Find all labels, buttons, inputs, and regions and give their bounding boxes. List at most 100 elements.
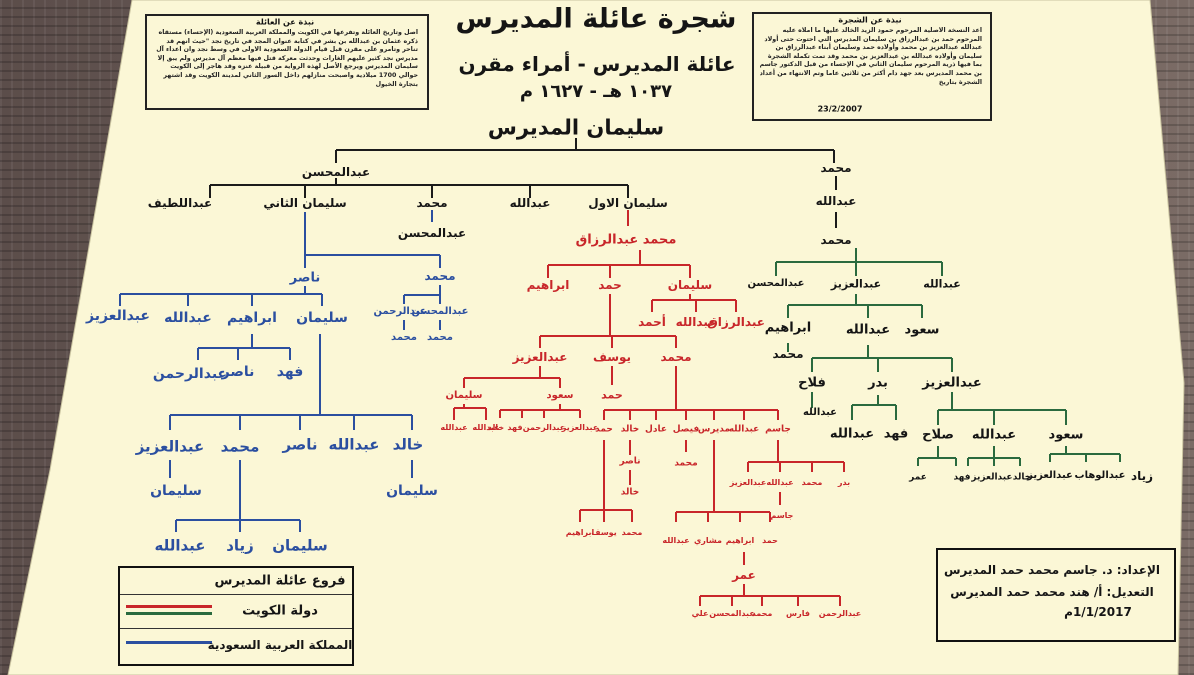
node: عبدالمحسن [709, 609, 755, 618]
gen1-abdulmohsen: عبدالمحسن [301, 165, 371, 179]
node: عبدالمحسن [397, 226, 467, 240]
node: عبدالعزيز [512, 350, 568, 364]
node: ابراهيم [227, 310, 277, 326]
credit-date: 1/1/2017م [1064, 605, 1132, 619]
node: سليمان [150, 483, 202, 499]
node: محمد [424, 269, 456, 283]
node: عبدالله [845, 322, 891, 338]
node: جاسم [770, 511, 794, 520]
node: خالد [620, 487, 640, 498]
legend-row-kuwait: دولة الكويت [120, 594, 352, 629]
node: زياد [226, 536, 254, 555]
node: محمد [427, 332, 453, 343]
node: حمد [598, 278, 622, 292]
node: سليمان [272, 536, 328, 555]
poster-subtitle: عائلة المديرس - أمراء مقرن [458, 52, 736, 76]
node: عبدالله [675, 315, 717, 329]
node: محمد [772, 347, 804, 361]
credits-box: الإعداد: د. جاسم محمد حمد المديرس التعدي… [936, 548, 1176, 642]
node: عبدالله [971, 427, 1017, 443]
node: عبدالعزيز [1027, 470, 1073, 481]
node: فهد [883, 426, 909, 442]
node: ناصر [221, 364, 255, 380]
node: سليمان [386, 483, 438, 499]
node: خالد [392, 435, 424, 454]
node: محمد عبدالرزاق [575, 232, 677, 248]
node: سعود [904, 322, 940, 338]
node: ابراهيم [725, 536, 755, 545]
node: عبدالرحمن [522, 423, 566, 432]
node: عبدالرحمن [373, 306, 427, 317]
node: عبدالله [440, 423, 468, 432]
node: محمد [801, 478, 823, 487]
node: بدر [868, 375, 888, 391]
poster-year: ١٠٣٧ هـ - ١٦٢٧ م [519, 81, 673, 102]
node: عبدالرحمن [152, 366, 228, 382]
node: عادل [645, 424, 667, 435]
node: عبدالله [829, 426, 875, 442]
node-sulaiman-second: سليمان الثاني [263, 196, 347, 210]
legend-row-saudi: المملكة العربية السعودية [120, 628, 352, 663]
tree-note-date: 23/2/2007 [817, 104, 863, 114]
node: عبدالعزيز [729, 478, 767, 487]
node: سليمان [296, 310, 348, 326]
family-note-box [145, 14, 429, 110]
node: عبدالله [164, 310, 212, 326]
node: محمد [391, 332, 417, 343]
node: علي [691, 609, 709, 618]
node: سعود [546, 390, 574, 401]
node-mohammad: محمد [820, 233, 852, 247]
credit-edited-by: التعديل: أ/ هند محمد حمد المديرس [950, 585, 1154, 599]
node: عبدالعزيز [86, 308, 150, 324]
node: عبدالله [923, 277, 961, 291]
node: عبدالعزيز [971, 472, 1013, 483]
node: مديرس [697, 424, 731, 435]
node: سعود [1048, 427, 1084, 443]
node: محمد [674, 458, 698, 469]
node-sulaiman-first: سليمان الاول [588, 196, 668, 210]
node: محمد [220, 437, 260, 456]
node: فيصل [672, 424, 700, 435]
gen1-mohammad: محمد [820, 161, 852, 175]
tree-note-body: أعد النسخة الأصلية المرحوم حمود الزيد ال… [759, 27, 982, 86]
node: عمر [732, 568, 756, 582]
credit-prepared-by: الإعداد: د. جاسم محمد حمد المديرس [943, 563, 1161, 577]
node: عبدالله [472, 423, 500, 432]
node: عبدالوهاب [1074, 470, 1126, 481]
poster-title: شجرة عائلة المديرس [455, 3, 737, 35]
node: عبدالعزيز [135, 437, 205, 456]
node: عبدالله [509, 196, 551, 210]
node: صلاح [922, 427, 954, 443]
node: جاسم [765, 424, 791, 435]
node: حمد [595, 424, 613, 435]
node: يوسف [591, 528, 617, 537]
node: عبدالمحسن [411, 306, 469, 317]
family-note-title: نبذة عن العائلة [255, 17, 315, 27]
node: بدر [837, 478, 851, 487]
legend-label-kuwait: دولة الكويت [242, 603, 318, 619]
node: ناصر [282, 435, 318, 454]
node: عبداللطيف [147, 196, 213, 210]
node: مشاري [693, 536, 723, 545]
node: حمد [601, 388, 623, 402]
node: يوسف [592, 350, 632, 364]
node: عبدالله [728, 424, 760, 435]
node: خالد [1012, 472, 1032, 483]
node: فهد [276, 364, 304, 380]
node: عبدالعزيز [830, 277, 882, 291]
node: خالد [487, 423, 505, 432]
legend-title: فروع عائلة المديرس [214, 573, 346, 589]
node-abdullah: عبدالله [815, 194, 857, 208]
node: عبدالله [766, 478, 794, 487]
node: محمد [621, 528, 643, 537]
saudi-blue-swatch [126, 641, 212, 644]
legend-label-saudi: المملكة العربية السعودية [207, 638, 353, 652]
tree-note-box [752, 12, 992, 121]
node: محمد [416, 196, 448, 210]
node: عبدالعزيز [922, 375, 982, 391]
node: سليمان [445, 390, 483, 401]
node: ابراهيم [764, 320, 812, 336]
